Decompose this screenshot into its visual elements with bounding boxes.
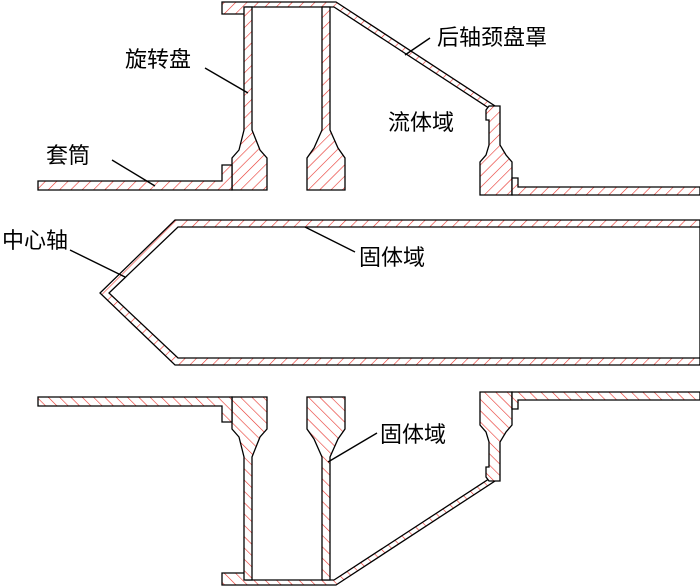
lower-half (37, 391, 700, 586)
rotating-disk-2 (306, 6, 346, 191)
rotating-disk-1 (231, 6, 268, 191)
upper-half (37, 1, 700, 196)
top-cover-plate (221, 1, 496, 114)
leader-solid-domain-bottom (327, 432, 378, 463)
label-fluid-domain: 流体域 (388, 111, 455, 136)
center-shaft (99, 219, 700, 366)
leader-rotating-disk (204, 67, 249, 94)
right-tube (511, 177, 700, 196)
rotating-disk-3 (479, 105, 513, 196)
leader-rear-journal-cover (404, 37, 431, 56)
label-solid-domain-center: 固体域 (359, 246, 426, 271)
label-sleeve: 套筒 (46, 144, 91, 169)
leader-sleeve (111, 159, 156, 187)
leader-solid-domain-center (304, 226, 356, 253)
leader-center-shaft (69, 249, 126, 278)
sleeve (37, 164, 233, 191)
label-center-shaft: 中心轴 (2, 229, 69, 254)
label-solid-domain-bottom: 固体域 (380, 423, 447, 448)
label-rotating-disk: 旋转盘 (125, 48, 192, 73)
label-rear-journal-cover: 后轴颈盘罩 (437, 26, 548, 51)
